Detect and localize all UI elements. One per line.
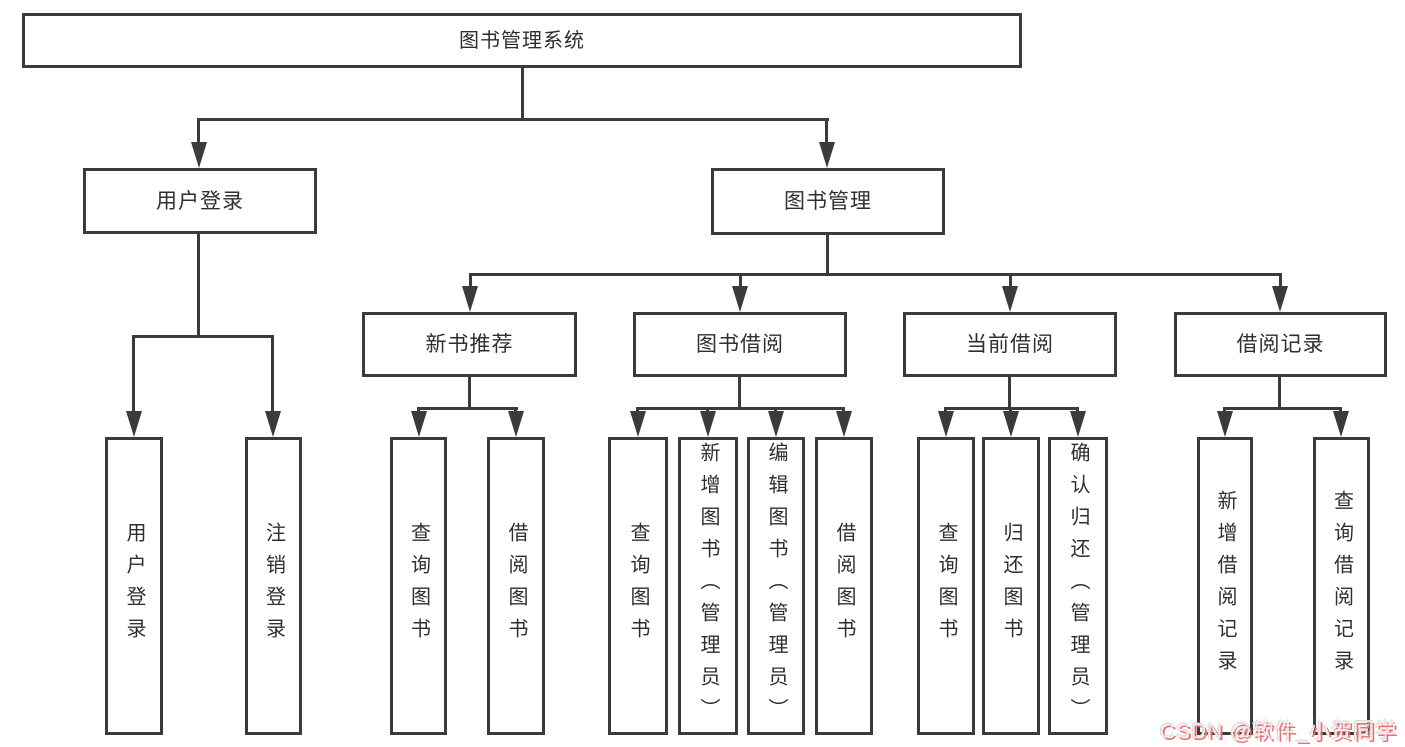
arrowhead-down-icon — [732, 286, 748, 312]
leaf-label: 编辑图书（管理员） — [765, 442, 787, 730]
leaf-label: 归还图书 — [1000, 522, 1022, 650]
connector-line — [636, 407, 845, 410]
leaf-label: 查询图书 — [627, 522, 649, 650]
leaf-label: 新增借阅记录 — [1214, 490, 1236, 682]
arrowhead-down-icon — [768, 411, 784, 437]
node-label: 用户登录 — [156, 189, 244, 213]
arrowhead-down-icon — [1002, 286, 1018, 312]
leaf-label: 借阅图书 — [505, 522, 527, 650]
connector-line — [521, 67, 524, 120]
leaf-user-login: 用户登录 — [105, 437, 163, 735]
connector-line — [825, 118, 828, 148]
node-library-management-system: 图书管理系统 — [22, 13, 1022, 68]
arrowhead-down-icon — [836, 411, 852, 437]
leaf-borrow-books: 借阅图书 — [815, 437, 873, 735]
connector-line — [132, 335, 274, 338]
leaf-label: 新增图书（管理员） — [697, 442, 719, 730]
arrowhead-down-icon — [1217, 411, 1233, 437]
connector-line — [197, 118, 200, 148]
node-book-management: 图书管理 — [711, 168, 945, 235]
arrowhead-down-icon — [630, 411, 646, 437]
node-label: 新书推荐 — [425, 333, 514, 356]
arrowhead-down-icon — [265, 411, 281, 437]
arrowhead-down-icon — [462, 286, 478, 312]
arrowhead-down-icon — [191, 142, 207, 168]
connector-line — [417, 407, 518, 410]
node-user-login: 用户登录 — [83, 168, 317, 234]
connector-line — [1279, 273, 1282, 291]
leaf-label: 用户登录 — [123, 522, 145, 650]
node-label: 当前借阅 — [966, 333, 1054, 356]
node-label: 借阅记录 — [1236, 333, 1325, 356]
arrowhead-down-icon — [508, 411, 524, 437]
leaf-query-books: 查询图书 — [390, 437, 447, 735]
leaf-logout: 注销登录 — [245, 437, 302, 735]
arrowhead-down-icon — [411, 411, 427, 437]
arrowhead-down-icon — [700, 411, 716, 437]
node-book-borrowing: 图书借阅 — [633, 312, 847, 377]
connector-line — [271, 335, 274, 415]
arrowhead-down-icon — [126, 411, 142, 437]
connector-line — [197, 118, 829, 121]
connector-line — [1278, 377, 1281, 410]
leaf-label: 查询图书 — [935, 522, 957, 650]
leaf-add-borrow-record: 新增借阅记录 — [1197, 437, 1253, 735]
leaf-label: 注销登录 — [262, 522, 285, 650]
leaf-query-books: 查询图书 — [917, 437, 975, 735]
leaf-label: 确认归还（管理员） — [1067, 442, 1089, 730]
leaf-return-books: 归还图书 — [982, 437, 1040, 735]
connector-line — [739, 273, 742, 291]
connector-line — [468, 377, 471, 410]
leaf-edit-books-admin: 编辑图书（管理员） — [747, 437, 805, 735]
leaf-label: 查询借阅记录 — [1330, 490, 1353, 682]
node-label: 图书管理 — [784, 190, 872, 213]
connector-line — [1009, 273, 1012, 291]
arrowhead-down-icon — [1272, 286, 1288, 312]
connector-line — [1223, 407, 1342, 410]
arrowhead-down-icon — [1333, 411, 1349, 437]
node-label: 图书借阅 — [696, 333, 784, 356]
leaf-add-books-admin: 新增图书（管理员） — [678, 437, 738, 735]
arrowhead-down-icon — [938, 411, 954, 437]
connector-line — [132, 335, 135, 415]
arrowhead-down-icon — [1003, 411, 1019, 437]
leaf-borrow-books: 借阅图书 — [487, 437, 545, 735]
connector-line — [469, 273, 472, 291]
node-borrowing-records: 借阅记录 — [1174, 312, 1387, 377]
arrowhead-down-icon — [819, 142, 835, 168]
leaf-label: 查询图书 — [407, 522, 430, 650]
connector-line — [469, 273, 1282, 276]
node-current-borrowing: 当前借阅 — [903, 312, 1117, 377]
csdn-watermark: CSDN @软件_小贺同学 — [1159, 720, 1397, 743]
connector-line — [826, 235, 829, 276]
leaf-confirm-return-admin: 确认归还（管理员） — [1048, 437, 1108, 735]
leaf-query-books: 查询图书 — [608, 437, 668, 735]
node-label: 图书管理系统 — [459, 29, 585, 52]
leaf-query-borrow-record: 查询借阅记录 — [1313, 437, 1370, 735]
node-new-book-recommend: 新书推荐 — [362, 312, 577, 377]
leaf-label: 借阅图书 — [833, 522, 855, 650]
arrowhead-down-icon — [1070, 411, 1086, 437]
connector-line — [738, 377, 741, 410]
connector-line — [1008, 377, 1011, 410]
connector-line — [197, 234, 200, 337]
